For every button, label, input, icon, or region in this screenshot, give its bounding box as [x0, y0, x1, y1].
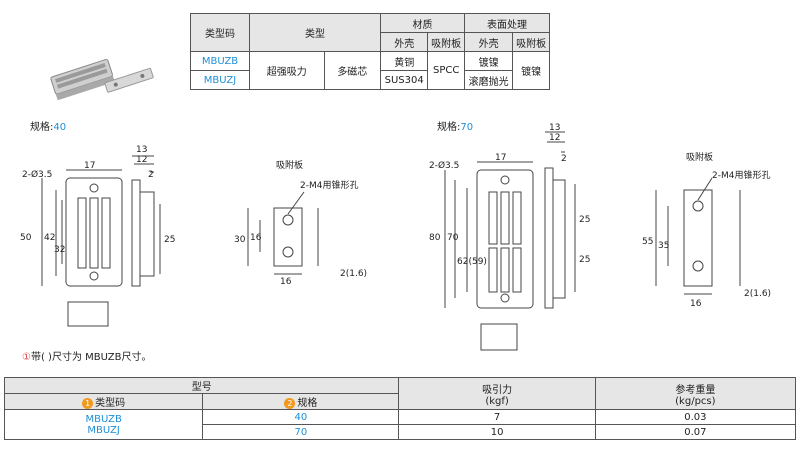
hdr-model: 型号: [3, 377, 400, 394]
hdr-surface-shell: 外壳: [463, 32, 514, 52]
hdr-type: 类型: [248, 13, 382, 52]
drawing-70-main: 2-Ø3.5 17 13 12 2 80 70 62(59) 25 25: [429, 123, 590, 351]
plate-40-hole: 2-M4用锥形孔: [300, 179, 358, 191]
dim-40-2: 2: [148, 170, 154, 180]
note-icon: ①: [22, 352, 31, 363]
hdr-type-code: 类型码: [190, 13, 250, 52]
hdr-material-plate: 吸附板: [427, 32, 465, 52]
plate-40-30: 30: [234, 235, 246, 245]
dim-40-32: 32: [54, 245, 65, 255]
order-codes: MBUZB MBUZJ: [3, 409, 204, 440]
plate-70-35: 35: [658, 241, 669, 251]
shell-material-1: 黄铜: [380, 51, 429, 71]
order-force-40: 7: [398, 409, 596, 425]
shell-surface-1: 镀镍: [463, 51, 514, 71]
code-mbuzb[interactable]: MBUZB: [190, 51, 250, 71]
hdr-force: 吸引力 (kgf): [398, 377, 596, 410]
badge-1-icon: 1: [82, 397, 94, 409]
dim-70-13: 13: [549, 123, 560, 133]
plate-70-thk: 2(1.6): [744, 289, 771, 299]
plate-40-16h: 16: [280, 277, 292, 287]
dim-40-hole: 2-Ø3.5: [22, 169, 52, 180]
hdr-surface: 表面处理: [463, 13, 551, 33]
dim-70-12: 12: [549, 133, 560, 143]
drawing-40-plate: 吸附板 2-M4用锥形孔 30 16 16 2(1.6): [234, 159, 367, 287]
shell-material-2: SUS304: [380, 70, 429, 90]
dim-40-12: 12: [136, 155, 147, 165]
dim-70-25a: 25: [579, 215, 590, 225]
plate-70-16: 16: [690, 299, 702, 308]
hdr-material-shell: 外壳: [380, 32, 429, 52]
plate-40-thk: 2(1.6): [340, 269, 367, 279]
dim-40-13: 13: [136, 145, 147, 155]
plate-70-hole: 2-M4用锥形孔: [712, 169, 770, 181]
drawing-40-main: 2-Ø3.5 17 13 12 2 50 42 32 25: [20, 145, 175, 327]
type-value-1: 超强吸力: [249, 51, 325, 90]
hdr-weight: 参考重量 (kg/pcs): [594, 377, 797, 410]
drawing-70-plate: 吸附板 2-M4用锥形孔 55 35 16 2(1.6): [642, 151, 771, 308]
dim-70-hole: 2-Ø3.5: [429, 160, 459, 171]
badge-2-icon: 2: [284, 397, 296, 409]
dim-70-25b: 25: [579, 255, 590, 265]
spec-table: 类型码 类型 材质 表面处理 外壳 吸附板 外壳 吸附板 MBUZB 超强吸力 …: [190, 13, 551, 90]
dim-40-50: 50: [20, 233, 32, 243]
dim-70-2: 2: [561, 154, 567, 164]
plate-40-16v: 16: [250, 233, 262, 243]
dim-40-42: 42: [44, 233, 55, 243]
product-photo: [40, 40, 160, 110]
shell-surface-2: 滚磨抛光: [463, 70, 514, 90]
order-weight-70: 0.07: [594, 424, 797, 440]
note-text: 带( )尺寸为 MBUZB尺寸。: [30, 352, 152, 363]
plate-70-55: 55: [642, 237, 653, 247]
dim-70-w17: 17: [495, 153, 506, 163]
plate-surface: 镀镍: [512, 51, 550, 90]
plate-material: SPCC: [427, 51, 465, 90]
type-value-2: 多磁芯: [323, 51, 382, 90]
plate-40-title: 吸附板: [276, 159, 303, 171]
dim-40-25: 25: [164, 235, 175, 245]
order-spec-70[interactable]: 70: [202, 424, 400, 440]
order-spec-40[interactable]: 40: [202, 409, 400, 425]
dim-70-80: 80: [429, 233, 441, 243]
spec-label-40: 规格:40: [30, 122, 67, 133]
dim-70-70: 70: [447, 233, 459, 243]
hdr-material: 材质: [380, 13, 465, 33]
order-force-70: 10: [398, 424, 596, 440]
hdr-surface-plate: 吸附板: [512, 32, 550, 52]
order-weight-40: 0.03: [594, 409, 797, 425]
code-mbuzj[interactable]: MBUZJ: [190, 70, 250, 90]
plate-70-title: 吸附板: [686, 151, 713, 163]
dim-70-62: 62(59): [457, 257, 487, 267]
note: ①带( )尺寸为 MBUZB尺寸。: [22, 348, 151, 363]
dim-40-w17: 17: [84, 161, 95, 171]
spec-label-70: 规格:70: [437, 122, 474, 133]
